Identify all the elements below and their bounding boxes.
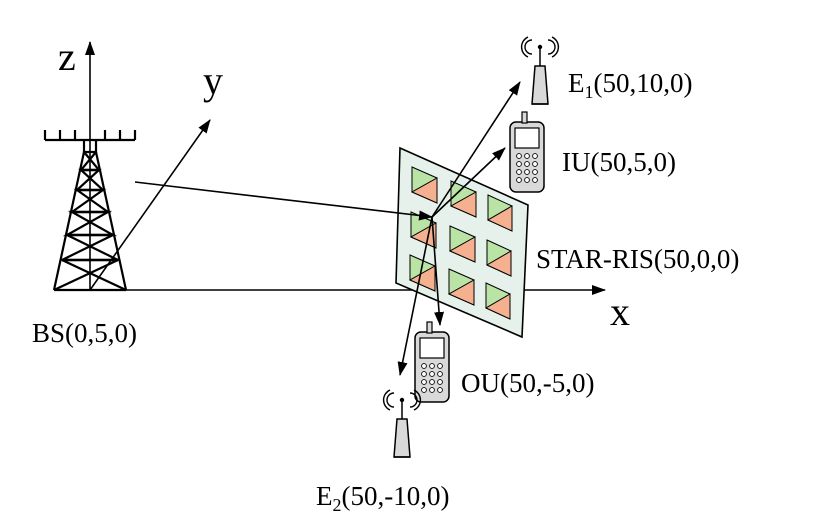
arrow-ris-to-ou — [431, 216, 445, 326]
eavesdropper-e1-icon — [520, 36, 560, 105]
base-station-tower-icon — [43, 130, 137, 292]
e2-label: E2(50,-10,0) — [316, 481, 449, 515]
x-axis-label: x — [610, 289, 630, 334]
ou-label: OU(50,-5,0) — [461, 368, 594, 398]
star-ris-label: STAR-RIS(50,0,0) — [536, 244, 739, 274]
z-axis-label: z — [58, 34, 76, 79]
y-axis — [89, 119, 211, 291]
signal-arrows — [134, 81, 521, 376]
arrow-ris-to-e2 — [397, 216, 433, 376]
arrow-bs-to-ris — [134, 181, 433, 221]
star-ris-panel — [395, 146, 529, 339]
arrow-ris-to-e1 — [431, 81, 521, 218]
iu-label: IU(50,5,0) — [562, 147, 676, 177]
y-axis-label: y — [203, 58, 223, 103]
arrow-ris-to-iu — [431, 147, 506, 218]
e1-label: E1(50,10,0) — [568, 68, 692, 102]
inside-user-phone-icon — [509, 111, 545, 193]
bs-label: BS(0,5,0) — [32, 318, 137, 348]
eavesdropper-e2-icon — [382, 389, 422, 458]
outside-user-phone-icon — [414, 321, 450, 403]
